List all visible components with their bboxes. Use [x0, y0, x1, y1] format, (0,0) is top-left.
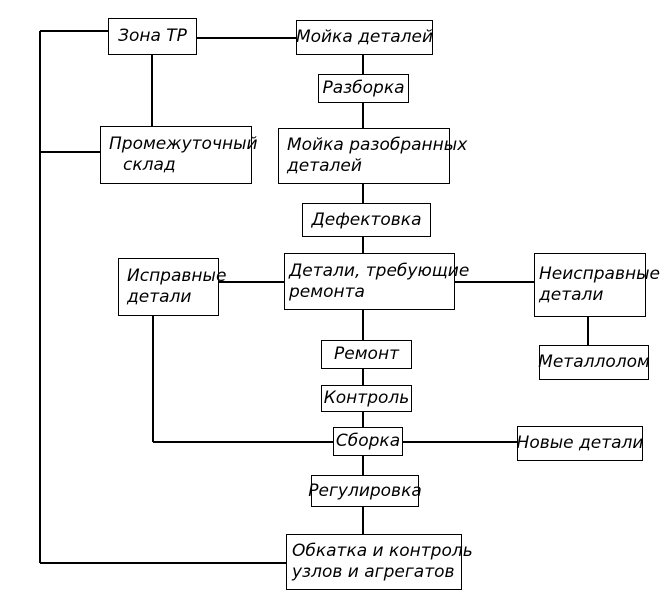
node-moyka2-line1: Мойка разобранных — [287, 135, 468, 155]
node-obkatka-line2: узлов и агрегатов — [292, 562, 455, 582]
node-neispravnye-line2: детали — [539, 285, 604, 305]
node-metallolom: Металлолом — [538, 345, 650, 380]
node-sklad-line1: Промежуточный — [109, 134, 258, 154]
node-trebuyushchie-line2: ремонта — [289, 281, 365, 302]
node-remont-label: Ремонт — [334, 344, 399, 364]
node-sklad-line2: склад — [123, 155, 176, 175]
node-moyka2-line2: деталей — [287, 156, 362, 176]
node-regulirovka-label: Регулировка — [308, 480, 422, 501]
node-metallolom-label: Металлолом — [538, 352, 650, 372]
node-defektovka: Дефектовка — [302, 203, 431, 237]
node-zona-tr-label: Зона ТР — [118, 26, 187, 46]
node-ispravnye: Исправные детали — [118, 258, 226, 316]
node-novye-detali-label: Новые детали — [516, 433, 644, 453]
node-promezhutochny-sklad: Промежуточный склад — [100, 126, 258, 184]
node-sborka: Сборка — [333, 427, 403, 456]
node-novye-detali: Новые детали — [517, 426, 643, 461]
node-ispravnye-line1: Исправные — [127, 266, 227, 286]
node-neispravnye-line1: Неисправные — [539, 264, 660, 284]
node-trebuyushchie-line1: Детали, требующие — [289, 260, 470, 281]
node-ispravnye-line2: детали — [127, 287, 192, 307]
node-moyka-detaley: Мойка деталей — [296, 20, 433, 55]
node-razborka-label: Разборка — [322, 78, 405, 98]
node-remont: Ремонт — [321, 340, 412, 369]
node-zona-tr: Зона ТР — [108, 18, 197, 55]
node-sborka-label: Сборка — [335, 431, 401, 451]
node-kontrol: Контроль — [321, 385, 412, 412]
node-razborka: Разборка — [318, 74, 409, 103]
node-moyka-razobrannyh: Мойка разобранных деталей — [278, 128, 467, 184]
node-defektovka-label: Дефектовка — [311, 209, 422, 230]
node-obkatka-line1: Обкатка и контроль — [292, 541, 473, 561]
node-kontrol-label: Контроль — [323, 388, 410, 408]
node-neispravnye: Неисправные детали — [534, 253, 660, 317]
node-moyka-detaley-label: Мойка деталей — [295, 27, 434, 47]
node-obkatka: Обкатка и контроль узлов и агрегатов — [286, 534, 473, 590]
node-trebuyushchie: Детали, требующие ремонта — [284, 253, 469, 310]
node-regulirovka: Регулировка — [308, 475, 422, 507]
